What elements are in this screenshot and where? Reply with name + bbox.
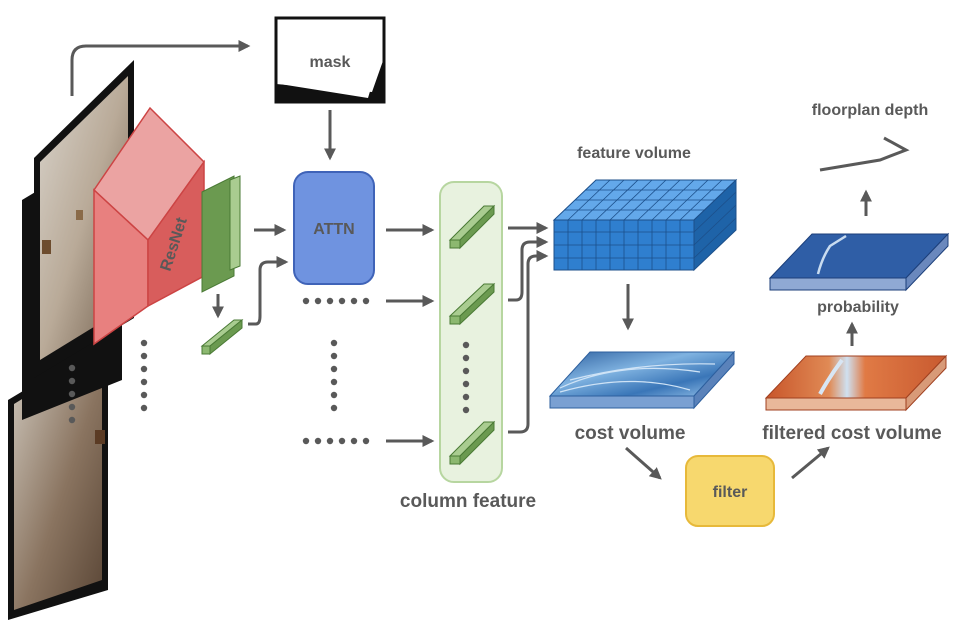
column-feature-group [439,181,503,483]
resnet-block: ResNet [93,106,205,346]
attn-row-ellipsis [302,297,370,305]
arrow-cost-to-filter [625,446,662,480]
probability-label: probability [817,299,899,316]
floorplan-depth-curve [819,136,910,172]
filtered-cost-volume-label: filtered cost volume [762,423,942,444]
attn-label: ATTN [313,221,354,238]
column-feature-3 [448,420,496,466]
mask-label: mask [310,54,351,71]
attn-col-ellipsis [330,339,338,412]
attn-block: ATTN [293,171,375,285]
filter-label: filter [713,484,748,501]
filtered-cost-volume [764,354,948,412]
bottom-row-ellipsis [302,437,370,445]
input-images [8,60,134,620]
arrow-column-to-volume-2 [508,236,549,302]
arrow-image-to-mask [70,40,251,96]
mask-box: mask [274,16,386,104]
arrow-filter-to-filtered [791,446,830,480]
column-feature-2 [448,282,496,326]
resnet-ellipsis [140,339,148,412]
feature-volume-label: feature volume [577,145,691,162]
image-ellipsis [68,364,76,424]
filter-block: filter [685,455,775,527]
picture-frame-icon [42,240,51,254]
column-ellipsis [462,341,470,414]
arrow-small-feature-to-attn [248,256,289,326]
feature-map-large [201,175,241,293]
cost-volume-label: cost volume [575,423,686,444]
picture-frame-icon-2 [76,210,83,220]
cost-volume [548,350,736,410]
floorplan-depth-label: floorplan depth [812,102,928,119]
column-feature-1 [448,204,496,250]
arrow-column-to-volume-3 [508,250,549,434]
feature-volume [552,178,738,272]
probability-volume [768,232,950,292]
feature-map-small [200,318,244,356]
picture-frame-icon-3 [95,430,105,444]
column-feature-label: column feature [400,491,536,512]
image-photo-back [14,350,102,610]
